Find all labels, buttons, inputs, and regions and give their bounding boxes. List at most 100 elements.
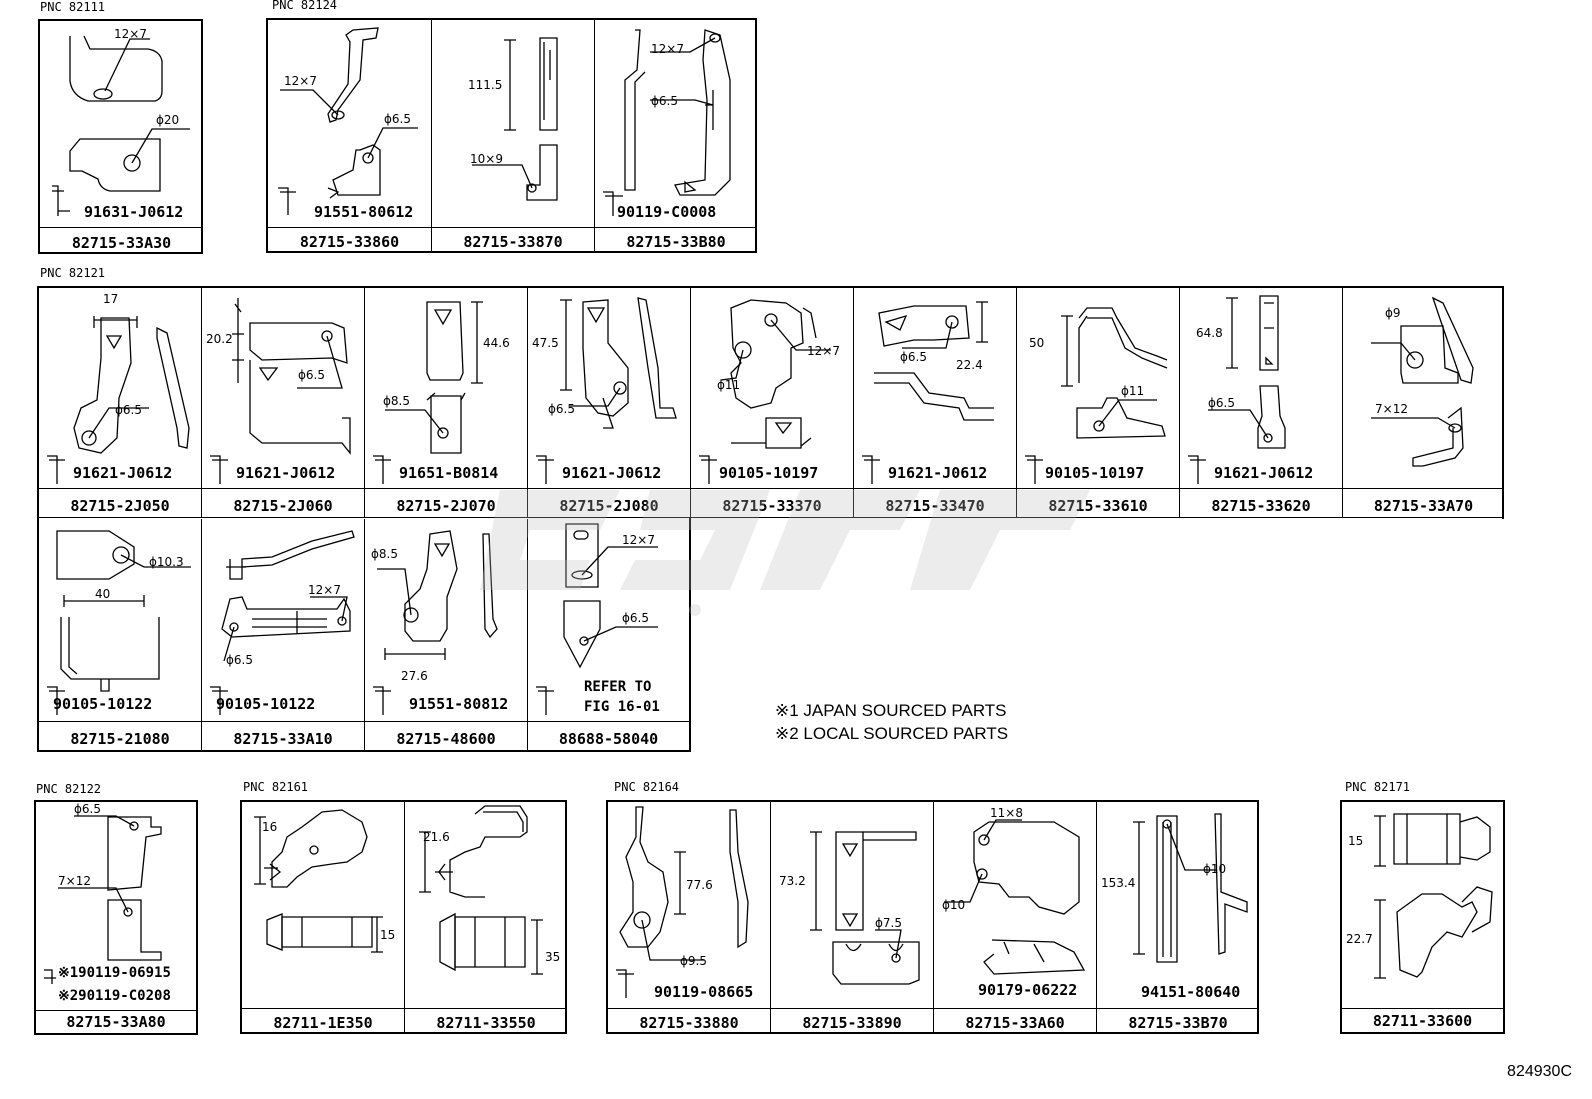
- refer-note-figure: FIG 16-01: [584, 699, 660, 715]
- dim-label: 12×7: [284, 74, 317, 88]
- bolt-part-number: 90119-C0008: [617, 203, 717, 221]
- part-number[interactable]: 82715-21080: [70, 730, 170, 748]
- bracket-drawing: [699, 299, 831, 484]
- dim-label: ϕ10: [942, 898, 966, 912]
- part-cell[interactable]: 12×7 ϕ11 90105-10197 82715-33370: [691, 288, 854, 518]
- part-cell[interactable]: 12×7 ϕ6.5 90119-C0008 82715-33B80: [595, 20, 757, 253]
- part-cell[interactable]: 77.6 ϕ9.5 90119-08665 82715-33880: [608, 802, 771, 1034]
- part-cell[interactable]: 47.5 ϕ6.5 91621-J0612 82715-2J080: [528, 288, 691, 518]
- part-cell[interactable]: ϕ6.5 22.4 91621-J0612 82715-33470: [854, 288, 1017, 518]
- dim-label: ϕ6.5: [384, 112, 411, 126]
- dim-label: ϕ6.5: [651, 94, 678, 108]
- part-cell[interactable]: ϕ9 7×12 82715-33A70: [1343, 288, 1504, 518]
- group-82111: 12×7 ϕ20 91631-J0612 82715-33A30: [38, 19, 203, 254]
- part-cell[interactable]: 50 ϕ11 90105-10197 82715-33610: [1017, 288, 1180, 518]
- pnc-label-82121: PNC 82121: [40, 266, 106, 280]
- bolt-part-number: 91621-J0612: [236, 464, 336, 482]
- part-number[interactable]: 82711-33550: [436, 1014, 536, 1032]
- part-number[interactable]: 82715-33A80: [66, 1013, 166, 1031]
- dim-label: ϕ11: [1121, 384, 1145, 398]
- part-number[interactable]: 82715-33470: [885, 497, 985, 515]
- dim-label: ϕ6.5: [226, 653, 253, 667]
- part-cell[interactable]: 153.4 ϕ10 94151-80640 82715-33B70: [1097, 802, 1259, 1034]
- group-82124: 12×7 ϕ6.5 91551-80612 82715-33860 111.5 …: [266, 18, 757, 253]
- dim-label: ϕ7.5: [875, 916, 902, 930]
- part-cell[interactable]: 12×7 ϕ6.5 90105-10122 82715-33A10: [202, 519, 365, 750]
- part-cell[interactable]: 12×7 ϕ20 91631-J0612 82715-33A30: [40, 21, 203, 254]
- part-number[interactable]: 82715-33610: [1048, 497, 1148, 515]
- part-number[interactable]: 82715-2J080: [559, 497, 659, 515]
- dim-label: ϕ10.3: [149, 555, 184, 569]
- part-number[interactable]: 82715-33B80: [626, 233, 726, 251]
- clip-drawing: [1374, 813, 1493, 979]
- part-number[interactable]: 82715-48600: [396, 730, 496, 748]
- part-number[interactable]: 82711-1E350: [273, 1014, 373, 1032]
- dim-label: ϕ6.5: [1208, 396, 1235, 410]
- bracket-drawing: [210, 298, 351, 484]
- part-cell[interactable]: 73.2 ϕ7.5 82715-33890: [771, 802, 934, 1034]
- dim-label: 12×7: [114, 27, 147, 41]
- bracket-drawing: [536, 297, 677, 484]
- part-number[interactable]: 82711-33600: [1372, 1012, 1473, 1030]
- part-number[interactable]: 88688-58040: [558, 730, 659, 748]
- part-number[interactable]: 82715-33A30: [71, 234, 172, 252]
- bracket-drawing: [373, 530, 498, 715]
- part-number[interactable]: 82715-33860: [299, 233, 400, 251]
- dim-label: ϕ6.5: [74, 802, 101, 816]
- bracket-drawing: [47, 316, 190, 484]
- bolt-part-number: 91651-B0814: [399, 464, 499, 482]
- dim-label: 77.6: [686, 878, 713, 892]
- part-number[interactable]: 82715-33A70: [1373, 497, 1474, 515]
- part-cell[interactable]: 16 15 82711-1E350: [242, 802, 405, 1034]
- part-number[interactable]: 82715-2J050: [70, 497, 170, 515]
- part-cell[interactable]: 44.6 ϕ8.5 91651-B0814 82715-2J070: [365, 288, 528, 518]
- part-number[interactable]: 82715-33620: [1211, 497, 1311, 515]
- clip-drawing: [254, 809, 383, 953]
- dim-label: 17: [103, 292, 119, 306]
- part-number[interactable]: 82715-2J060: [233, 497, 333, 515]
- bracket-drawing: [52, 35, 190, 216]
- dim-label: 47.5: [532, 336, 559, 350]
- part-number[interactable]: 82715-33B70: [1128, 1014, 1228, 1032]
- part-number[interactable]: 82715-2J070: [396, 497, 496, 515]
- part-number[interactable]: 82715-33870: [463, 233, 563, 251]
- dim-label: ϕ9.5: [680, 954, 707, 968]
- bolt-part-number: 94151-80640: [1141, 983, 1241, 1001]
- dim-label: 12×7: [651, 42, 684, 56]
- part-cell[interactable]: 12×7 ϕ6.5 91551-80612 82715-33860: [268, 20, 432, 253]
- dim-label: 16: [262, 820, 278, 834]
- bolt-part-number-japan: ※190119-06915: [58, 965, 171, 981]
- dim-label: 21.6: [423, 830, 450, 844]
- part-cell[interactable]: 111.5 10×9 82715-33870: [432, 20, 595, 253]
- part-number[interactable]: 82715-33370: [722, 497, 822, 515]
- bracket-drawing: [472, 37, 558, 201]
- part-number[interactable]: 82715-33890: [802, 1014, 902, 1032]
- dim-label: ϕ20: [156, 113, 180, 127]
- part-cell[interactable]: 20.2 ϕ6.5 91621-J0612 82715-2J060: [202, 288, 365, 518]
- dim-label: 44.6: [483, 336, 510, 350]
- bolt-part-number: 91621-J0612: [1214, 464, 1314, 482]
- bolt-part-number: 90105-10197: [1045, 464, 1145, 482]
- part-number[interactable]: 82715-33A60: [965, 1014, 1065, 1032]
- part-cell[interactable]: ϕ8.5 27.6 91551-80812 82715-48600: [365, 519, 528, 750]
- part-cell[interactable]: 12×7 ϕ6.5 REFER TO FIG 16-01 88688-58040: [528, 519, 689, 750]
- part-cell[interactable]: 11×8 ϕ10 90179-06222 82715-33A60: [934, 802, 1097, 1034]
- part-cell[interactable]: 64.8 ϕ6.5 91621-J0612 82715-33620: [1180, 288, 1343, 518]
- bracket-drawing: [210, 530, 355, 715]
- dim-label: 11×8: [990, 806, 1023, 820]
- dim-label: 15: [1348, 834, 1364, 848]
- pnc-label-82122: PNC 82122: [36, 782, 102, 796]
- part-number[interactable]: 82715-33A10: [233, 730, 333, 748]
- dim-label: ϕ6.5: [900, 350, 927, 364]
- part-cell[interactable]: ϕ10.3 40 90105-10122 82715-21080: [39, 519, 202, 750]
- part-cell[interactable]: 21.6 35 82711-33550: [405, 802, 567, 1034]
- bracket-drawing: [603, 29, 731, 216]
- part-number[interactable]: 82715-33880: [639, 1014, 739, 1032]
- part-cell[interactable]: 17 ϕ6.5 91621-J0612 82715-2J050: [39, 288, 202, 518]
- group-82171: 15 22.7 82711-33600: [1340, 800, 1505, 1034]
- dim-label: 153.4: [1101, 876, 1136, 890]
- bolt-part-number-local: ※290119-C0208: [58, 988, 171, 1004]
- pnc-label-82164: PNC 82164: [614, 780, 680, 794]
- pnc-label-82124: PNC 82124: [272, 0, 338, 12]
- dim-label: 10×9: [470, 152, 503, 166]
